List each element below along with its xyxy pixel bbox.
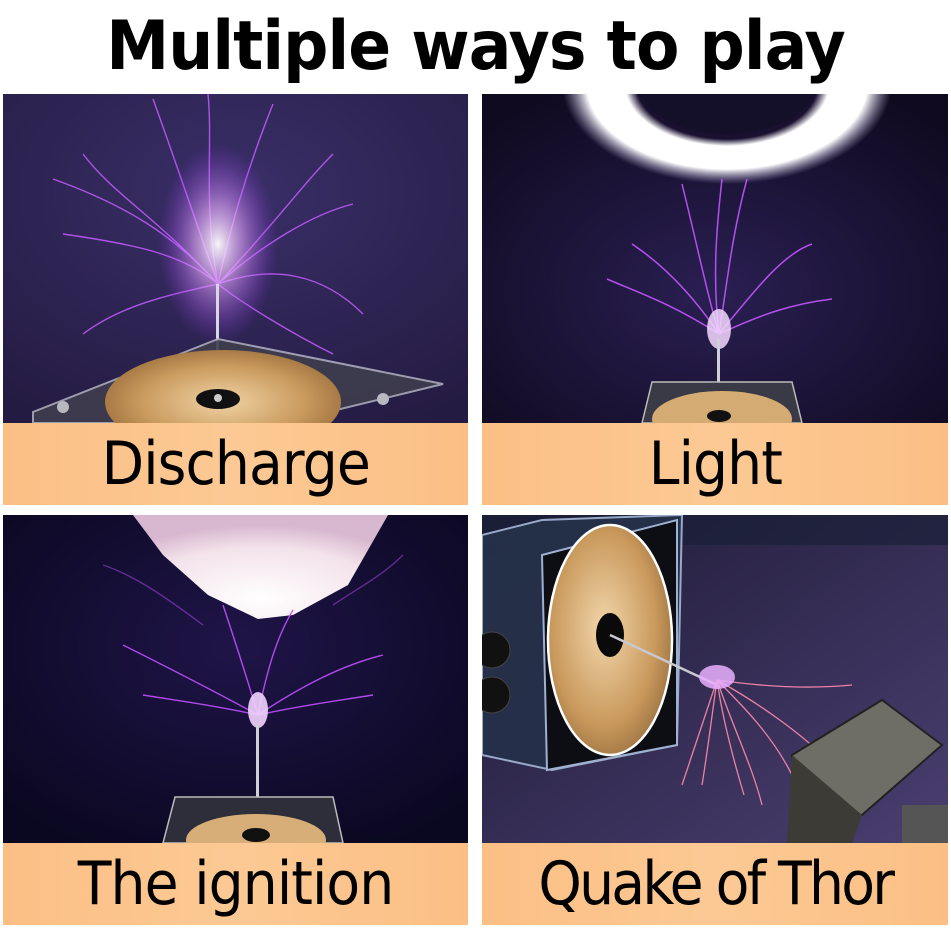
tesla-coil-ignition-image bbox=[3, 515, 468, 843]
tesla-coil-thor-hammer-image bbox=[482, 515, 948, 843]
discharge-photo bbox=[3, 94, 468, 423]
label-band: Discharge bbox=[3, 423, 468, 505]
panel-quake-of-thor: Quake of Thor bbox=[482, 515, 948, 925]
panel-discharge: Discharge bbox=[3, 94, 468, 505]
panel-ignition: The ignition bbox=[3, 515, 468, 925]
page-title: Multiple ways to play bbox=[106, 6, 845, 86]
ignition-photo bbox=[3, 515, 468, 843]
tesla-coil-light-image bbox=[482, 94, 948, 423]
label-band: The ignition bbox=[3, 843, 468, 925]
tesla-coil-discharge-image bbox=[3, 94, 468, 423]
panel-light: Light bbox=[482, 94, 948, 505]
panel-label: Quake of Thor bbox=[538, 849, 895, 919]
quake-of-thor-photo bbox=[482, 515, 948, 843]
label-band: Light bbox=[482, 423, 948, 505]
light-photo bbox=[482, 94, 948, 423]
panel-label: Discharge bbox=[101, 429, 370, 499]
panel-label: The ignition bbox=[77, 849, 395, 919]
panel-label: Light bbox=[648, 429, 782, 499]
label-band: Quake of Thor bbox=[482, 843, 948, 925]
